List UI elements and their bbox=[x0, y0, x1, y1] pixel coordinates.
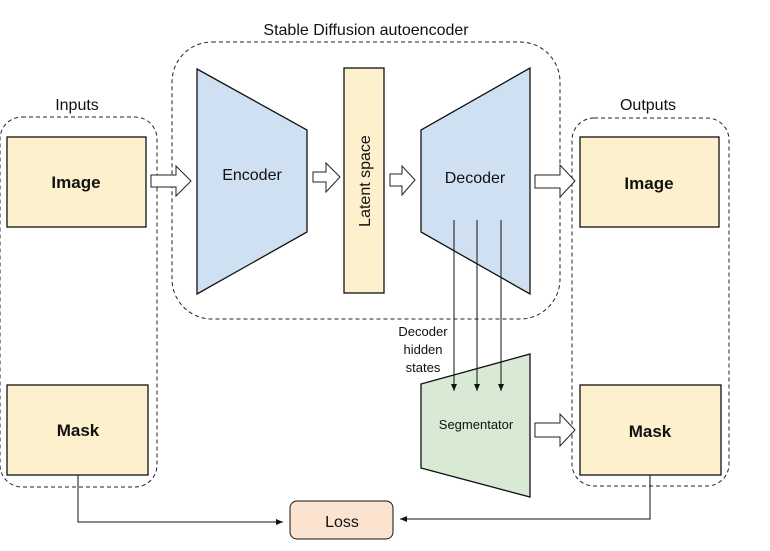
arrow-latent-to-decoder bbox=[389, 164, 416, 197]
output-image-node bbox=[579, 136, 720, 228]
input-image-node bbox=[6, 136, 147, 228]
arrow-segmentator-to-mask bbox=[534, 412, 576, 448]
hidden-states-label-line-2: hidden bbox=[403, 342, 442, 357]
outputs-group-label: Outputs bbox=[620, 97, 676, 114]
encoder-node bbox=[196, 67, 308, 296]
arrow-encoder-to-latent bbox=[312, 161, 341, 194]
autoencoder-group-label: Stable Diffusion autoencoder bbox=[263, 22, 469, 39]
hidden-states-label-line-3: states bbox=[406, 360, 441, 375]
latent-space-node bbox=[343, 67, 385, 294]
arrow-decoder-to-output bbox=[534, 163, 576, 199]
encoder-label: Encoder bbox=[222, 167, 282, 184]
arrow-output-mask-to-loss bbox=[400, 475, 651, 522]
loss-node bbox=[289, 500, 394, 540]
arrow-input-mask-to-loss bbox=[77, 475, 283, 525]
output-image-label: Image bbox=[624, 174, 673, 193]
latent-space-label: Latent space bbox=[357, 135, 374, 227]
input-image-label: Image bbox=[51, 173, 100, 192]
inputs-group-label: Inputs bbox=[55, 97, 99, 114]
segmentator-label: Segmentator bbox=[439, 417, 514, 432]
input-mask-label: Mask bbox=[57, 421, 100, 440]
decoder-label: Decoder bbox=[445, 170, 506, 187]
hidden-states-label-line-1: Decoder bbox=[398, 324, 448, 339]
input-mask-node bbox=[6, 384, 149, 476]
loss-label: Loss bbox=[325, 514, 359, 531]
arrow-input-to-encoder bbox=[150, 164, 192, 198]
output-mask-label: Mask bbox=[629, 422, 672, 441]
inputs-group bbox=[0, 116, 158, 488]
decoder-node bbox=[420, 66, 531, 296]
